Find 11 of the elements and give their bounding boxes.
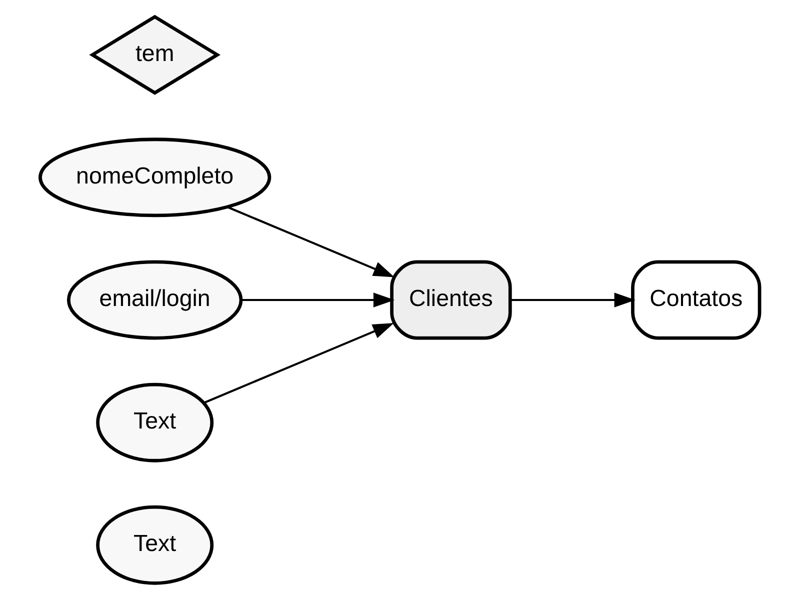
arrow [203,323,394,404]
node-ellipse: nomeCompleto [38,138,272,218]
arrow [241,292,395,308]
arrow [510,292,636,308]
node-box: Contatos [631,260,762,340]
node-diamond: tem [89,14,220,95]
arrow [227,206,395,278]
node-ellipse: Text [96,505,214,585]
node-ellipse: Text [96,382,214,462]
node-ellipse: email/login [66,260,243,340]
node-box: Clientes [390,260,512,340]
